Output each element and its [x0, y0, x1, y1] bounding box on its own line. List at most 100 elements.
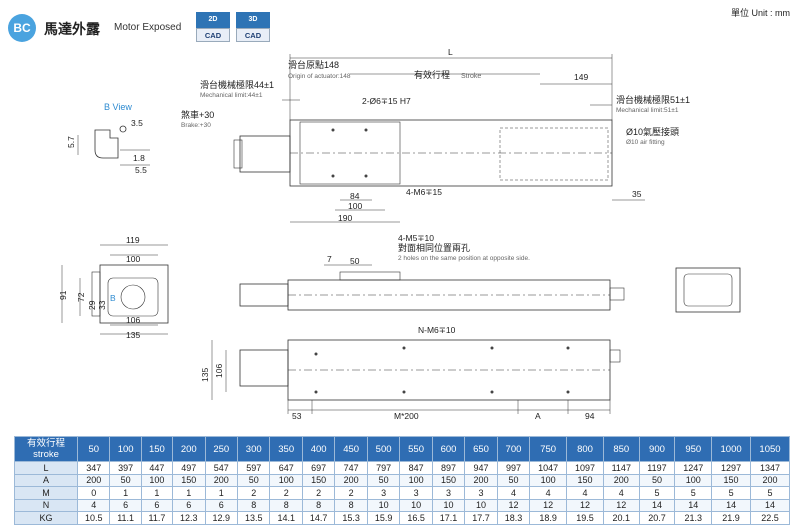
brake-zh: 煞車+30: [181, 109, 214, 120]
table-cell: 20.7: [638, 511, 676, 525]
stroke-col: 300: [236, 436, 271, 462]
table-cell: 10.5: [76, 511, 111, 525]
dim-29: 29: [87, 300, 97, 310]
stroke-header-zh: 有效行程: [26, 438, 65, 449]
dim-106: 106: [126, 315, 140, 325]
table-cell: 16.5: [399, 511, 433, 525]
table-cell: 100: [529, 473, 568, 487]
table-cell: 12.3: [172, 511, 206, 525]
table-cell: 10: [399, 498, 433, 512]
nm6-label: N-M6∓10: [418, 325, 456, 335]
m5-en: 2 holes on the same position at opposite…: [398, 255, 530, 262]
stroke-col: 100: [109, 436, 142, 462]
stroke-col: 950: [674, 436, 713, 462]
table-cell: 6: [109, 498, 142, 512]
table-cell: 1347: [749, 461, 791, 475]
stroke-col: 800: [566, 436, 604, 462]
table-cell: 0: [76, 486, 111, 500]
table-cell: 200: [76, 473, 111, 487]
table-cell: 1: [109, 486, 142, 500]
table-cell: 21.9: [711, 511, 751, 525]
table-cell: 12: [602, 498, 640, 512]
table-cell: 2: [236, 486, 271, 500]
table-cell: 14: [711, 498, 751, 512]
cad-3d-button[interactable]: 3D CAD: [236, 12, 270, 42]
table-cell: 6: [172, 498, 206, 512]
stroke-col: 600: [431, 436, 466, 462]
row-label: M: [14, 486, 78, 500]
m5-label: 4-M5∓10: [398, 233, 434, 243]
table-cell: 2: [334, 486, 368, 500]
table-cell: 1047: [529, 461, 568, 475]
table-cell: 50: [366, 473, 401, 487]
mech51-en: Mechanical limit:51±1: [616, 107, 679, 114]
dim-33: 33: [97, 300, 107, 310]
table-cell: 547: [204, 461, 239, 475]
table-cell: 6: [140, 498, 174, 512]
stroke-header: 有效行程 stroke: [14, 436, 78, 462]
series-badge: BC: [8, 14, 36, 42]
table-cell: 20.1: [602, 511, 640, 525]
stroke-col: 650: [464, 436, 498, 462]
dim-91: 91: [58, 290, 68, 300]
header: BC 馬達外露 Motor Exposed 2D CAD 3D CAD 單位 U…: [0, 0, 800, 46]
table-cell: 200: [749, 473, 791, 487]
row-label: N: [14, 498, 78, 512]
cad-2d-bottom: CAD: [196, 28, 230, 42]
table-cell: 150: [172, 473, 206, 487]
dim-190: 190: [338, 213, 352, 223]
table-cell: 5: [711, 486, 751, 500]
table-cell: 1147: [602, 461, 640, 475]
table-cell: 12: [529, 498, 568, 512]
dim-5-7: 5.7: [66, 136, 76, 148]
table-cell: 11.7: [140, 511, 174, 525]
hole-2-label: 2-Ø6∓15 H7: [362, 96, 411, 106]
table-cell: 200: [602, 473, 640, 487]
mech44-zh: 滑台機械極限44±1: [200, 79, 274, 90]
table-cell: 5: [749, 486, 791, 500]
table-cell: 4: [496, 486, 531, 500]
stroke-col: 700: [496, 436, 531, 462]
stroke-col: 900: [638, 436, 676, 462]
table-cell: 497: [172, 461, 206, 475]
table-cell: 100: [269, 473, 303, 487]
table-cell: 3: [464, 486, 498, 500]
slide-table-side: [339, 271, 401, 281]
m6-label: 4-M6∓15: [406, 187, 442, 197]
table-cell: 150: [566, 473, 604, 487]
table-cell: 14.7: [301, 511, 336, 525]
page-title: 馬達外露: [44, 21, 100, 37]
table-cell: 12: [496, 498, 531, 512]
table-cell: 5: [674, 486, 713, 500]
table-cell: 1: [172, 486, 206, 500]
table-cell: 17.7: [464, 511, 498, 525]
table-cell: 12.9: [204, 511, 239, 525]
motor-top: [239, 135, 291, 173]
stroke-col: 850: [602, 436, 640, 462]
dim-A: A: [535, 411, 541, 421]
technical-drawing: B View 3.5 5.7 1.8 5.5 L 滑台原點148 Origin …: [58, 47, 741, 421]
stroke-col: 1050: [749, 436, 791, 462]
row-label: L: [14, 461, 78, 475]
table-cell: 3: [431, 486, 466, 500]
dim-94: 94: [585, 411, 595, 421]
stroke-col: 350: [269, 436, 303, 462]
table-cell: 897: [431, 461, 466, 475]
table-cell: 1097: [566, 461, 604, 475]
table-cell: 50: [109, 473, 142, 487]
table-cell: 14: [749, 498, 791, 512]
stroke-col: 150: [140, 436, 174, 462]
right-end-view: [675, 267, 741, 313]
table-cell: 3: [399, 486, 433, 500]
b-view-profile: [94, 129, 119, 159]
table-cell: 19.5: [566, 511, 604, 525]
stroke-col: 1000: [711, 436, 751, 462]
brake-en: Brake:+30: [181, 122, 211, 129]
table-cell: 4: [529, 486, 568, 500]
motor-side: [239, 283, 289, 307]
stroke-col: 400: [301, 436, 336, 462]
cad-2d-button[interactable]: 2D CAD: [196, 12, 230, 42]
stroke-zh: 有效行程: [414, 69, 450, 80]
